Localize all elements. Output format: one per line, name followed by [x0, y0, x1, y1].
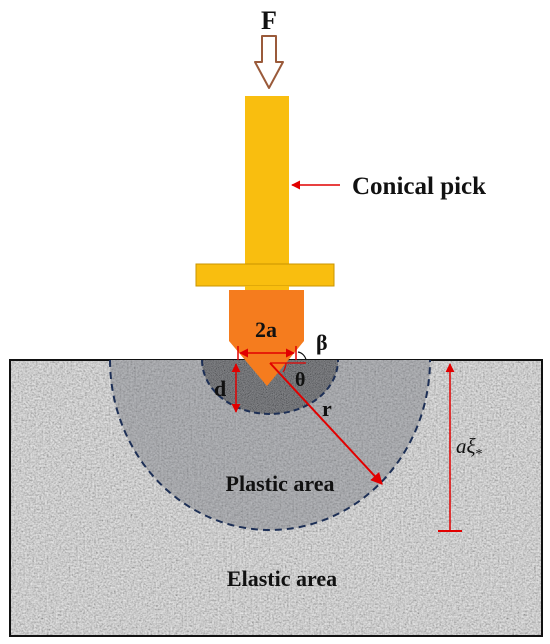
- plastic-area-label: Plastic area: [226, 471, 335, 496]
- plastic-zone: [109, 359, 431, 531]
- force-label: F: [261, 6, 277, 35]
- crushed-boundary: [201, 359, 339, 415]
- depth-label: d: [214, 376, 226, 401]
- theta-label: θ: [295, 369, 305, 391]
- pick-shank-lower: [245, 286, 289, 290]
- beta-arc: [297, 351, 307, 361]
- pick-shank: [245, 96, 289, 266]
- theta-arc: [282, 362, 287, 373]
- force-arrow-icon: [254, 35, 284, 89]
- conical-pick: [195, 96, 335, 386]
- radius-line: [269, 362, 383, 485]
- zone-depth-subscript: *: [476, 447, 483, 462]
- pick-collar: [195, 263, 335, 287]
- elastic-area-label: Elastic area: [227, 566, 337, 591]
- beta-label: β: [316, 330, 328, 355]
- width-label: 2a: [255, 317, 277, 342]
- plastic-boundary: [109, 359, 431, 531]
- radius-label: r: [322, 396, 332, 421]
- plastic-texture: [110, 360, 430, 530]
- pick-tip: [229, 290, 304, 386]
- zone-depth-main: aξ: [456, 434, 476, 458]
- tool-label: Conical pick: [352, 173, 486, 200]
- zone-depth-label: aξ*: [456, 434, 483, 462]
